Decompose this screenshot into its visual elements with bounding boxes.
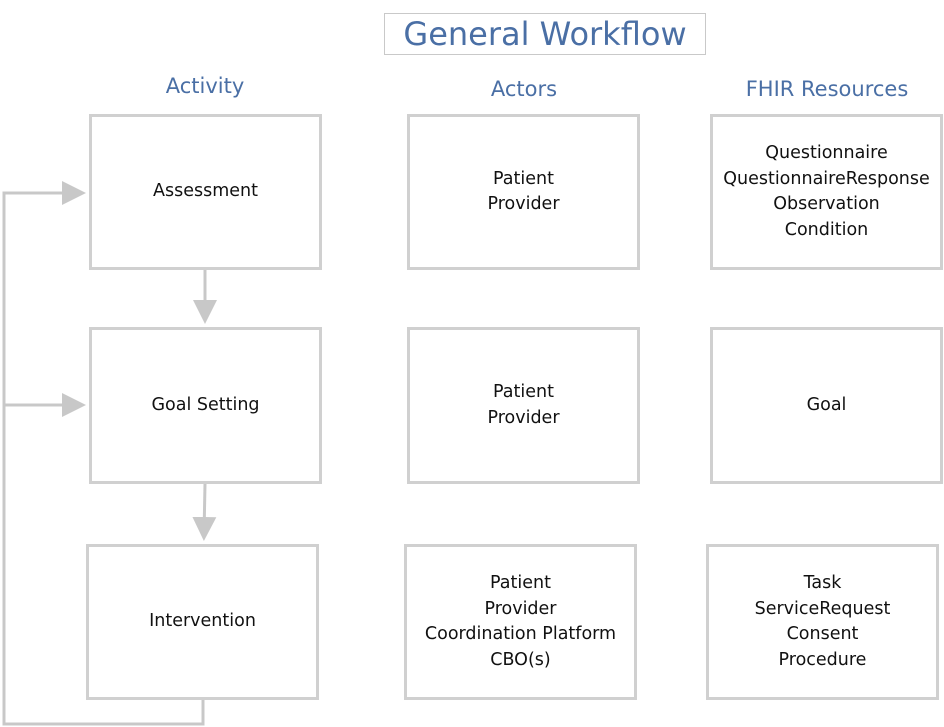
actor-label: Provider [487,407,560,428]
fhir-resource-label: ServiceRequest [754,598,891,619]
column-heading-fhir: FHIR Resources [745,77,909,101]
actors-box-goal-setting: Patient Provider [407,327,640,484]
actors-box-assessment: Patient Provider [407,114,640,270]
fhir-resource-label: Condition [784,219,869,240]
actor-label: Coordination Platform [424,624,617,644]
actor-label: Patient [493,168,554,189]
activity-label: Goal Setting [151,394,260,415]
title-box: General Workflow [384,13,706,55]
fhir-resource-label: Task [803,573,842,593]
fhir-box-assessment: Questionnaire QuestionnaireResponse Obse… [710,114,943,270]
diagram-title: General Workflow [403,15,687,53]
actor-label: CBO(s) [490,649,551,670]
column-heading-activity: Activity [165,74,245,98]
actor-label: Patient [493,382,554,402]
actor-label: Provider [484,598,557,619]
fhir-resource-label: QuestionnaireResponse [723,168,930,189]
fhir-resource-label: Observation [773,194,880,214]
activity-box-goal-setting: Goal Setting [89,327,322,484]
fhir-resource-label: Goal [806,394,847,415]
actor-label: Provider [487,194,560,214]
actor-label: Patient [490,573,551,593]
arrow-goal-to-intervention [192,483,217,541]
fhir-resource-label: Procedure [778,649,867,670]
actors-box-intervention: Patient Provider Coordination Platform C… [404,544,637,700]
column-heading-actors: Actors [490,77,558,101]
feedback-loop-line [2,181,205,726]
fhir-resource-label: Questionnaire [765,143,888,163]
activity-label: Intervention [149,611,256,632]
activity-label: Assessment [153,181,258,202]
fhir-resource-label: Consent [786,624,859,644]
fhir-box-intervention: Task ServiceRequest Consent Procedure [706,544,939,700]
activity-box-assessment: Assessment [89,114,322,270]
fhir-box-goal-setting: Goal [710,327,943,484]
activity-box-intervention: Intervention [86,544,319,700]
